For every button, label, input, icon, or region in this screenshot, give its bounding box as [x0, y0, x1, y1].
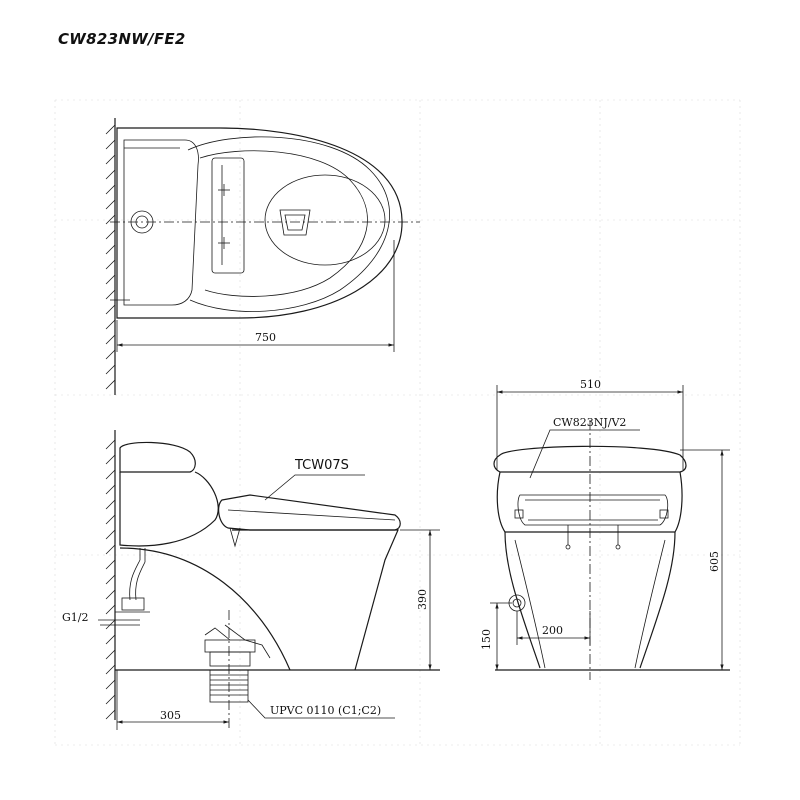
seat-model-label: TCW07S [294, 458, 349, 473]
wall-hatch-side [105, 439, 116, 720]
background-grid [54, 99, 741, 746]
dim-seat-height: 390 [416, 589, 429, 610]
side-view [98, 430, 440, 730]
dim-inlet-height: 150 [480, 629, 493, 650]
dim-wall-distance: 305 [160, 709, 181, 722]
top-view [105, 118, 420, 395]
drawing-title: CW823NW/FE2 [58, 30, 186, 48]
outlet-pipe-label: UPVC 0110 (C1;C2) [270, 704, 381, 717]
dim-height-front: 605 [708, 551, 721, 572]
wall-hatch-top [105, 124, 116, 390]
dim-inlet-offset: 200 [542, 624, 563, 637]
dim-length-top: 750 [255, 331, 276, 344]
dim-width-front: 510 [580, 378, 601, 391]
front-view [490, 385, 730, 680]
bowl-model-label: CW823NJ/V2 [553, 416, 626, 429]
inlet-thread-label: G1/2 [62, 611, 89, 624]
